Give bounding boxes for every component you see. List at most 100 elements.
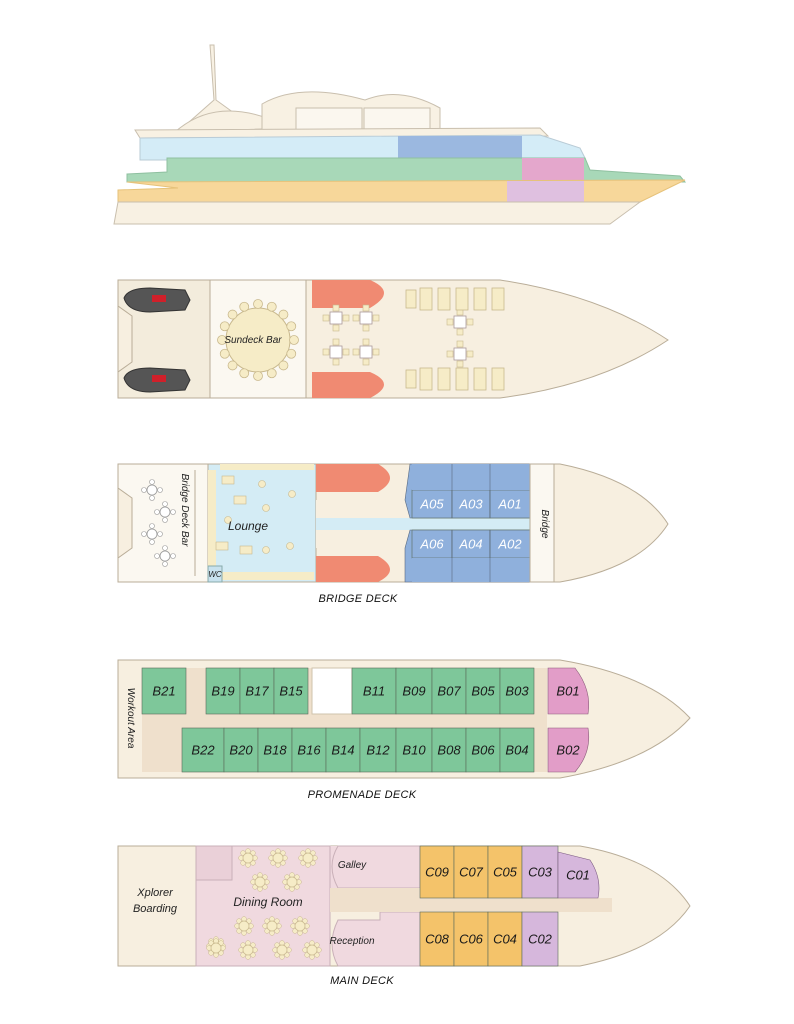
cabin-number: B12 bbox=[366, 742, 390, 757]
main-deck-title: MAIN DECK bbox=[330, 975, 394, 987]
lounger bbox=[437, 367, 451, 391]
suite: B01 bbox=[547, 667, 589, 715]
stool bbox=[266, 301, 277, 312]
cabin: B22 bbox=[181, 727, 225, 773]
bridge-label: Bridge bbox=[539, 510, 550, 539]
cabin-number: A05 bbox=[419, 496, 444, 511]
lounger bbox=[473, 367, 487, 391]
main-deck-plan: Dining Room Galley Reception Xplorer Boa… bbox=[117, 845, 691, 987]
stool bbox=[266, 368, 277, 379]
cabin: C07 bbox=[453, 845, 489, 899]
stool bbox=[227, 360, 238, 371]
stool bbox=[227, 309, 238, 320]
bar-stools bbox=[217, 299, 299, 381]
dining-table bbox=[290, 916, 310, 936]
tender-boat-icon bbox=[123, 287, 191, 313]
cabin-box bbox=[521, 845, 559, 899]
cabin: C04 bbox=[487, 911, 523, 967]
lounge-label: Lounge bbox=[228, 519, 268, 533]
chair bbox=[262, 504, 270, 512]
cabin-box bbox=[431, 667, 467, 715]
table-set bbox=[322, 338, 350, 366]
cabin-box bbox=[419, 845, 455, 899]
chair bbox=[224, 516, 232, 524]
cabin: B19 bbox=[205, 667, 241, 715]
cabin: A03 bbox=[451, 489, 491, 519]
stool bbox=[278, 360, 289, 371]
cabin-number: B10 bbox=[402, 742, 426, 757]
cabin-box bbox=[325, 727, 361, 773]
tender-boat-icon bbox=[123, 367, 191, 393]
sundeck-plan: Sundeck Bar bbox=[117, 279, 669, 399]
lounger bbox=[455, 367, 469, 391]
cabin: C02 bbox=[521, 911, 559, 967]
cabin-number: B07 bbox=[437, 683, 461, 698]
cabin-number: B04 bbox=[505, 742, 528, 757]
lounger bbox=[473, 287, 487, 311]
cabin-number: C01 bbox=[566, 867, 590, 882]
table-set bbox=[141, 479, 163, 501]
cabin: B14 bbox=[325, 727, 361, 773]
cabin-box bbox=[487, 845, 523, 899]
sofa bbox=[215, 541, 229, 551]
cabin-box bbox=[411, 489, 453, 519]
cabin-number: C04 bbox=[493, 931, 517, 946]
stool bbox=[253, 371, 263, 381]
cabin-box bbox=[351, 667, 397, 715]
cabin: B09 bbox=[395, 667, 433, 715]
cabin: B15 bbox=[273, 667, 309, 715]
cabin-number: A01 bbox=[497, 496, 521, 511]
dining-table bbox=[238, 848, 258, 868]
cabin-number: B15 bbox=[279, 683, 303, 698]
ship-side-profile bbox=[113, 44, 687, 225]
cabin-number: B02 bbox=[556, 742, 580, 757]
dining-table bbox=[206, 938, 226, 958]
reception-label: Reception bbox=[329, 936, 374, 947]
dining-table bbox=[250, 872, 270, 892]
cabin-box bbox=[499, 727, 535, 773]
stool bbox=[286, 348, 297, 359]
stool bbox=[219, 348, 230, 359]
cabin: C09 bbox=[419, 845, 455, 899]
table-set bbox=[154, 545, 176, 567]
table-set bbox=[352, 304, 380, 332]
cabin: C08 bbox=[419, 911, 455, 967]
sundeck-bar-label: Sundeck Bar bbox=[224, 335, 282, 346]
stool bbox=[239, 368, 250, 379]
cabin: B08 bbox=[431, 727, 467, 773]
xplorer-label: Xplorer bbox=[136, 887, 174, 899]
cabin-number: B21 bbox=[152, 683, 175, 698]
cabin-number: C05 bbox=[493, 864, 518, 879]
stool bbox=[286, 321, 297, 332]
dining-table bbox=[282, 872, 302, 892]
cabin-number: B09 bbox=[402, 683, 425, 698]
lounger bbox=[405, 369, 417, 389]
wc-label: WC bbox=[208, 570, 222, 579]
cabin-box bbox=[465, 727, 501, 773]
chair bbox=[258, 480, 266, 488]
cabin-number: B11 bbox=[363, 683, 385, 698]
cabin-box bbox=[141, 667, 187, 715]
dining-table bbox=[238, 940, 258, 960]
chair bbox=[288, 490, 296, 498]
lounger bbox=[419, 287, 433, 311]
suite: B02 bbox=[547, 727, 589, 773]
cabin-number: B16 bbox=[297, 742, 321, 757]
cabin-box bbox=[411, 529, 453, 559]
cabin-box bbox=[465, 667, 501, 715]
cabin-number: A02 bbox=[497, 536, 522, 551]
workout-area-label: Workout Area bbox=[125, 688, 136, 749]
cabin: B12 bbox=[359, 727, 397, 773]
boarding-label: Boarding bbox=[133, 903, 178, 915]
galley-label: Galley bbox=[338, 860, 367, 871]
lifeboat-icon bbox=[312, 280, 384, 308]
lifeboat-icon bbox=[316, 556, 390, 582]
lounger bbox=[437, 287, 451, 311]
cabin-number: B18 bbox=[263, 742, 287, 757]
sofa bbox=[221, 475, 235, 485]
bar-tables bbox=[141, 479, 176, 567]
cabin: B18 bbox=[257, 727, 293, 773]
